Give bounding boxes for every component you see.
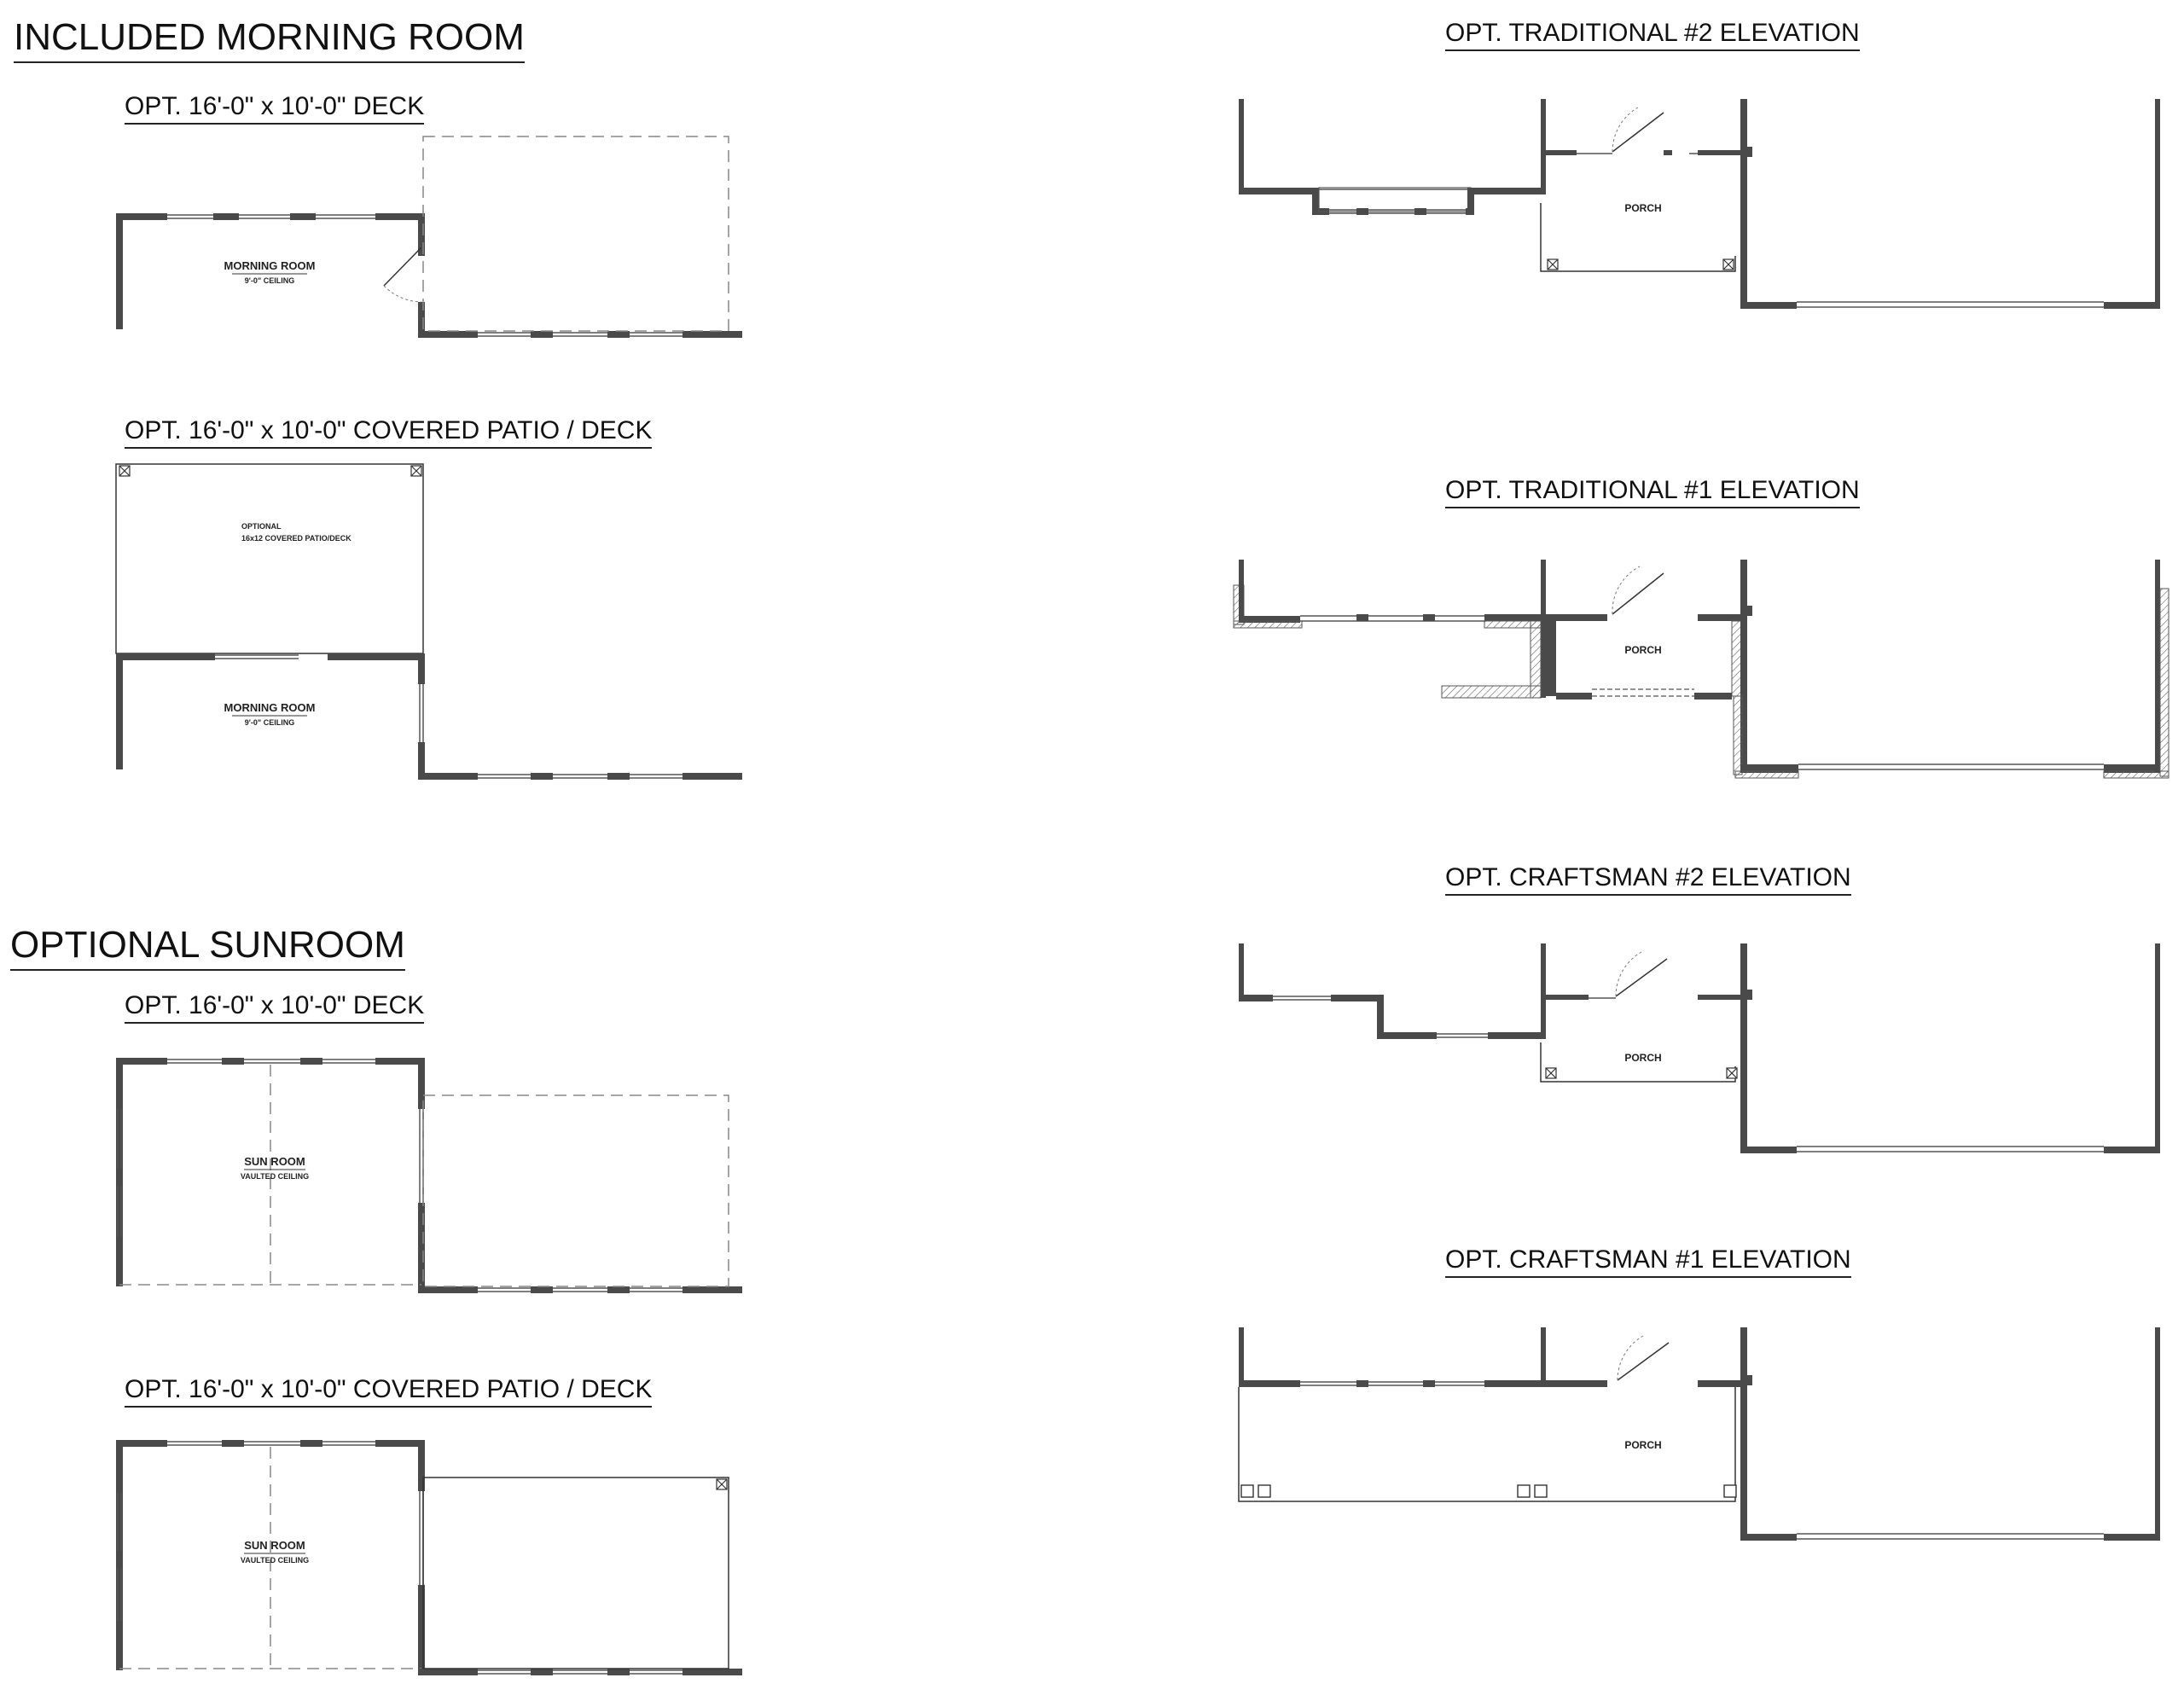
plan-title-craftsman-2: OPT. CRAFTSMAN #2 ELEVATION: [1445, 865, 1851, 896]
plan-title-traditional-2: OPT. TRADITIONAL #2 ELEVATION: [1445, 20, 1860, 51]
plan-traditional-2: PORCH: [1239, 99, 2160, 309]
porch-label: PORCH: [1624, 202, 1661, 214]
plan-sunroom-deck: SUN ROOM VAULTED CEILING: [116, 1058, 742, 1293]
room-label: SUN ROOM: [244, 1155, 305, 1168]
room-label: MORNING ROOM: [224, 701, 316, 714]
porch-label: PORCH: [1624, 1052, 1661, 1064]
plan-sunroom-patio: SUN ROOM VAULTED CEILING: [116, 1440, 742, 1675]
plan-title-craftsman-1: OPT. CRAFTSMAN #1 ELEVATION: [1445, 1247, 1851, 1278]
room-label: MORNING ROOM: [224, 259, 316, 272]
plan-title-morning-deck: OPT. 16'-0" x 10'-0" DECK: [125, 94, 425, 125]
morning-room-heading: INCLUDED MORNING ROOM: [14, 19, 525, 63]
porch-label: PORCH: [1624, 644, 1661, 656]
plan-morning-deck: MORNING ROOM 9'-0" CEILING: [116, 136, 742, 338]
plan-craftsman-1: PORCH: [1238, 1327, 2160, 1541]
room-sub: VAULTED CEILING: [241, 1556, 309, 1565]
room-sub: 9'-0" CEILING: [245, 718, 294, 727]
plan-title-sunroom-deck: OPT. 16'-0" x 10'-0" DECK: [125, 993, 425, 1024]
room-label: SUN ROOM: [244, 1539, 305, 1552]
room-sub: 9'-0" CEILING: [245, 276, 294, 285]
plan-title-morning-patio: OPT. 16'-0" x 10'-0" COVERED PATIO / DEC…: [125, 418, 653, 449]
room-sub: VAULTED CEILING: [241, 1172, 309, 1181]
plan-traditional-1: PORCH: [1233, 560, 2169, 779]
plan-title-sunroom-patio: OPT. 16'-0" x 10'-0" COVERED PATIO / DEC…: [125, 1377, 653, 1408]
patio-label: OPTIONAL: [241, 522, 282, 531]
porch-label: PORCH: [1624, 1439, 1661, 1451]
patio-sub: 16x12 COVERED PATIO/DECK: [241, 534, 351, 543]
plan-morning-patio: OPTIONAL 16x12 COVERED PATIO/DECK MORNIN…: [115, 463, 742, 780]
sunroom-heading: OPTIONAL SUNROOM: [10, 926, 405, 971]
plan-title-traditional-1: OPT. TRADITIONAL #1 ELEVATION: [1445, 478, 1860, 508]
plan-craftsman-2: PORCH: [1239, 943, 2160, 1153]
